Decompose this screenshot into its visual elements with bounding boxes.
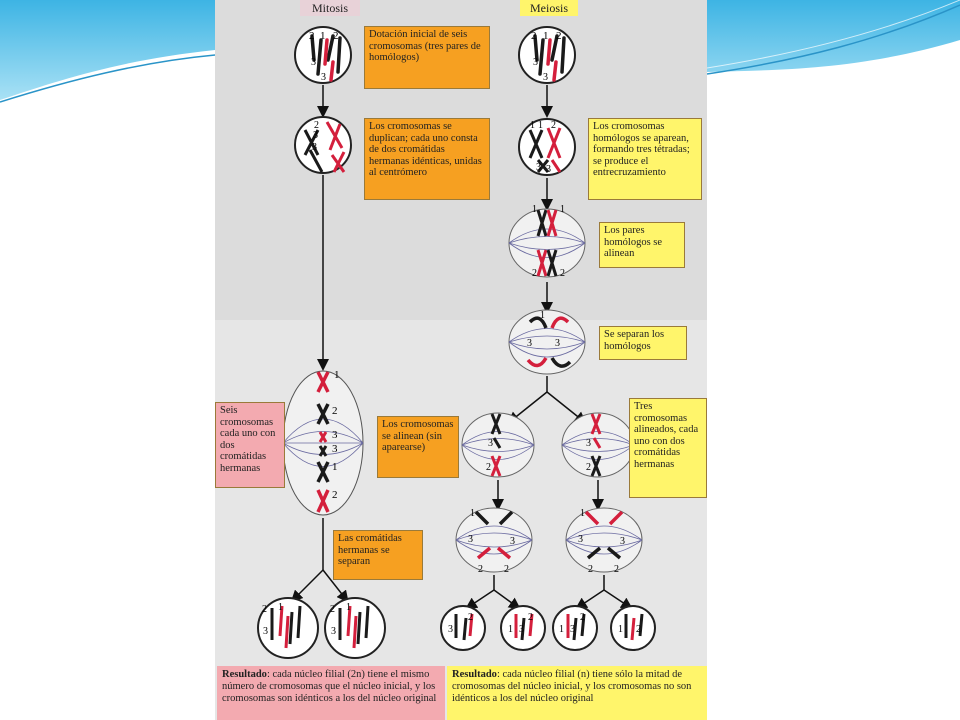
- svg-text:2: 2: [531, 30, 537, 42]
- label-six-chromosomes: Seis cromosomas cada uno con dos cromáti…: [215, 402, 285, 488]
- svg-text:3: 3: [533, 57, 538, 68]
- svg-text:3: 3: [536, 162, 541, 173]
- svg-text:3: 3: [321, 72, 326, 83]
- svg-text:2: 2: [551, 120, 556, 131]
- svg-text:2: 2: [636, 624, 641, 635]
- svg-text:3: 3: [546, 164, 551, 175]
- svg-text:3: 3: [332, 429, 338, 441]
- svg-text:3: 3: [332, 443, 338, 455]
- label-three-chromosomes: Tres cromosomas alineados, cada uno con …: [629, 398, 707, 498]
- svg-text:1: 1: [334, 369, 340, 381]
- svg-text:1: 1: [560, 204, 565, 215]
- result-mitosis-text: : cada núcleo filial (2n) tiene el mismo…: [222, 669, 437, 704]
- meiosis-ii-anaphase-left: 1 3 3 2 2: [455, 507, 533, 575]
- svg-text:3: 3: [510, 536, 515, 547]
- svg-text:2: 2: [314, 120, 319, 131]
- svg-text:2: 2: [332, 405, 338, 417]
- svg-text:3: 3: [543, 72, 548, 83]
- svg-text:3: 3: [578, 534, 583, 545]
- svg-text:3: 3: [570, 624, 575, 635]
- label-duplication: Los cromosomas se duplican; cada uno con…: [364, 118, 490, 200]
- label-mitosis-align: Los cromosomas se alinean (sin aparearse…: [377, 416, 459, 478]
- mitosis-cell-duplicated: 233: [294, 116, 352, 174]
- svg-text:2: 2: [556, 30, 562, 42]
- mitosis-spindle: 1 2 3 3 1 2: [282, 369, 364, 516]
- svg-text:1: 1: [470, 508, 475, 519]
- svg-text:2: 2: [309, 30, 315, 42]
- svg-text:2: 2: [614, 564, 619, 575]
- svg-text:1: 1: [532, 204, 537, 215]
- svg-text:1: 1: [530, 120, 535, 131]
- svg-text:3: 3: [620, 536, 625, 547]
- svg-text:1: 1: [508, 624, 513, 635]
- meiosis-ii-spindle-left: 32: [461, 412, 535, 478]
- svg-text:3: 3: [555, 338, 560, 349]
- svg-text:2: 2: [262, 604, 267, 615]
- svg-text:2: 2: [504, 564, 509, 575]
- meiosis-gamete-1: 32: [440, 605, 486, 651]
- svg-text:2: 2: [580, 612, 585, 623]
- svg-text:3: 3: [331, 626, 336, 637]
- svg-text:2: 2: [332, 489, 338, 501]
- svg-text:1: 1: [559, 624, 564, 635]
- meiosis-ii-spindle-right: 32: [561, 412, 635, 478]
- svg-text:3: 3: [468, 534, 473, 545]
- svg-text:3: 3: [313, 130, 318, 141]
- result-meiosis-text: : cada núcleo filial (n) tiene sólo la m…: [452, 669, 692, 704]
- meiosis-spindle-2: 3 3 1: [508, 309, 586, 375]
- svg-text:1: 1: [346, 602, 351, 613]
- svg-text:3: 3: [586, 438, 591, 449]
- meiosis-ii-anaphase-right: 1 3 3 2 2: [565, 507, 643, 575]
- svg-text:3: 3: [311, 57, 316, 68]
- svg-text:2: 2: [478, 564, 483, 575]
- svg-text:3: 3: [527, 338, 532, 349]
- result-mitosis: Resultado: cada núcleo filial (2n) tiene…: [217, 666, 445, 720]
- svg-text:2: 2: [486, 462, 491, 473]
- svg-text:3: 3: [519, 624, 524, 635]
- label-homologs-pair: Los cromosomas homólogos se aparean, for…: [588, 118, 702, 200]
- mitosis-header: Mitosis: [300, 0, 360, 16]
- svg-text:1: 1: [320, 30, 326, 42]
- result-meiosis-bold: Resultado: [452, 669, 497, 680]
- svg-text:1: 1: [580, 508, 585, 519]
- label-initial-chromosomes: Dotación inicial de seis cromosomas (tre…: [364, 26, 490, 89]
- svg-text:1: 1: [278, 602, 283, 613]
- result-mitosis-bold: Resultado: [222, 669, 267, 680]
- svg-text:2: 2: [528, 612, 533, 623]
- svg-text:1: 1: [618, 624, 623, 635]
- svg-text:1: 1: [543, 30, 549, 42]
- svg-text:2: 2: [588, 564, 593, 575]
- svg-text:3: 3: [263, 626, 268, 637]
- svg-text:2: 2: [532, 268, 537, 279]
- result-meiosis: Resultado: cada núcleo filial (n) tiene …: [447, 666, 707, 720]
- meiosis-header: Meiosis: [520, 0, 578, 16]
- svg-text:3: 3: [312, 142, 317, 153]
- svg-text:2: 2: [330, 604, 335, 615]
- label-sister-chromatids-separate: Las cromátidas hermanas se separan: [333, 530, 423, 580]
- svg-text:1: 1: [540, 310, 545, 321]
- svg-text:2: 2: [468, 612, 473, 623]
- svg-text:3: 3: [488, 438, 493, 449]
- label-homologs-align: Los pares homólogos se alinean: [599, 222, 685, 268]
- svg-text:2: 2: [333, 30, 339, 42]
- meiosis-spindle-1: 1 1 2 2: [508, 204, 586, 279]
- svg-text:1: 1: [538, 120, 543, 131]
- svg-text:3: 3: [448, 624, 453, 635]
- label-homologs-separate: Se separan los homólogos: [599, 326, 687, 360]
- svg-text:2: 2: [586, 462, 591, 473]
- svg-text:1: 1: [332, 461, 338, 473]
- svg-text:2: 2: [560, 268, 565, 279]
